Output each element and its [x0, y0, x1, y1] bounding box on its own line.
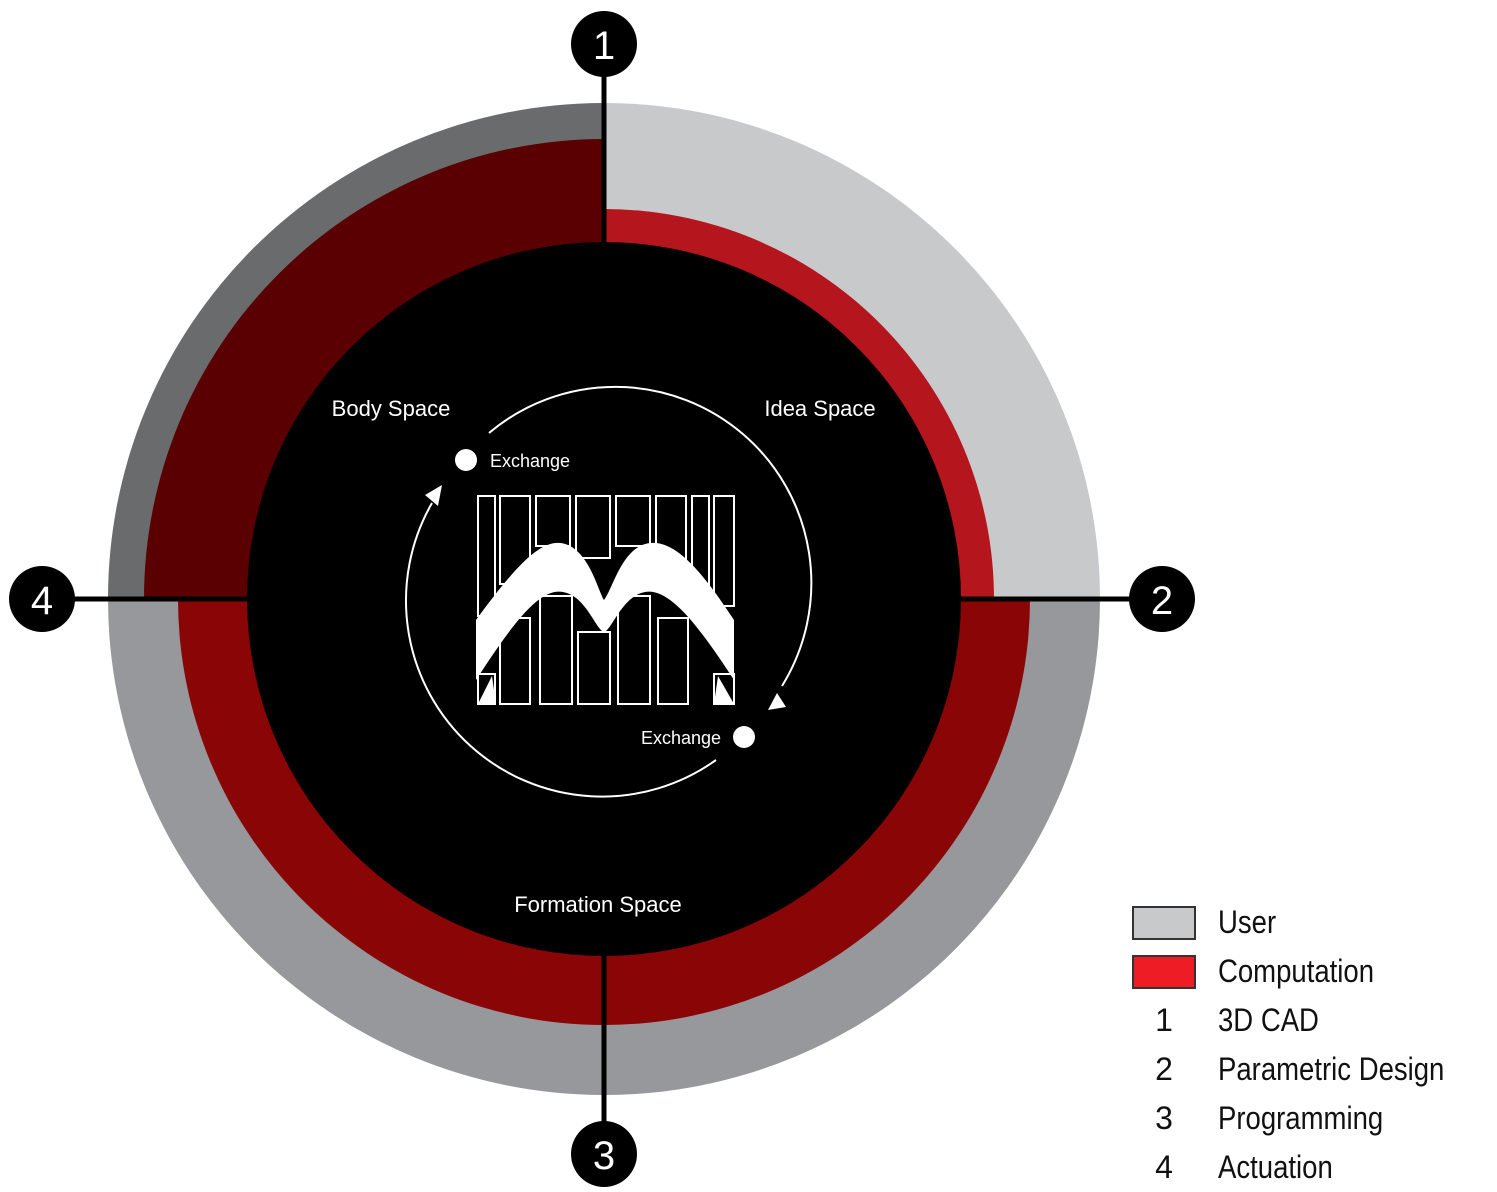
legend-item-user: User: [1132, 898, 1492, 947]
exchange-point-lower: [733, 726, 755, 748]
legend-step-number: 4: [1155, 1149, 1173, 1185]
marker-3-label: 3: [593, 1134, 615, 1178]
marker-1-label: 1: [593, 24, 615, 68]
wave-logo-icon: [476, 495, 735, 705]
exchange-point-upper: [455, 449, 477, 471]
exchange-label-upper: Exchange: [490, 451, 570, 471]
marker-4: 4: [9, 566, 75, 632]
legend-step-2: 2 Parametric Design: [1132, 1045, 1492, 1094]
marker-3: 3: [571, 1121, 637, 1187]
exchange-label-lower: Exchange: [641, 728, 721, 748]
arrow-head-right-icon: [768, 693, 786, 710]
body-space-label: Body Space: [332, 396, 451, 421]
legend-step-label: Actuation: [1218, 1149, 1333, 1185]
marker-2: 2: [1129, 566, 1195, 632]
legend-step-3: 3 Programming: [1132, 1094, 1492, 1143]
legend: User Computation 1 3D CAD 2 Parametric D…: [1132, 898, 1492, 1192]
legend-swatch-user: [1132, 905, 1196, 940]
axis-lines: [62, 60, 1145, 1140]
legend-swatch-computation: [1132, 954, 1196, 989]
idea-space-label: Idea Space: [764, 396, 875, 421]
legend-step-label: Programming: [1218, 1100, 1384, 1136]
arrow-head-left-icon: [425, 485, 442, 506]
legend-step-4: 4 Actuation: [1132, 1143, 1492, 1192]
legend-label-user: User: [1218, 904, 1277, 940]
marker-2-label: 2: [1151, 579, 1173, 623]
legend-step-number: 3: [1155, 1100, 1173, 1136]
marker-1: 1: [571, 11, 637, 77]
legend-step-label: Parametric Design: [1218, 1051, 1445, 1087]
cycle-arc-upper: [488, 385, 813, 687]
legend-item-computation: Computation: [1132, 947, 1492, 996]
formation-space-label: Formation Space: [514, 892, 682, 917]
legend-step-1: 1 3D CAD: [1132, 996, 1492, 1045]
legend-step-number: 2: [1155, 1051, 1173, 1087]
marker-4-label: 4: [31, 579, 53, 623]
legend-label-computation: Computation: [1218, 953, 1375, 989]
legend-step-label: 3D CAD: [1218, 1002, 1319, 1038]
exchange-cycle: [404, 385, 813, 798]
core-circle: [247, 242, 961, 956]
cycle-arc-lower: [404, 502, 717, 798]
legend-step-number: 1: [1155, 1002, 1173, 1038]
